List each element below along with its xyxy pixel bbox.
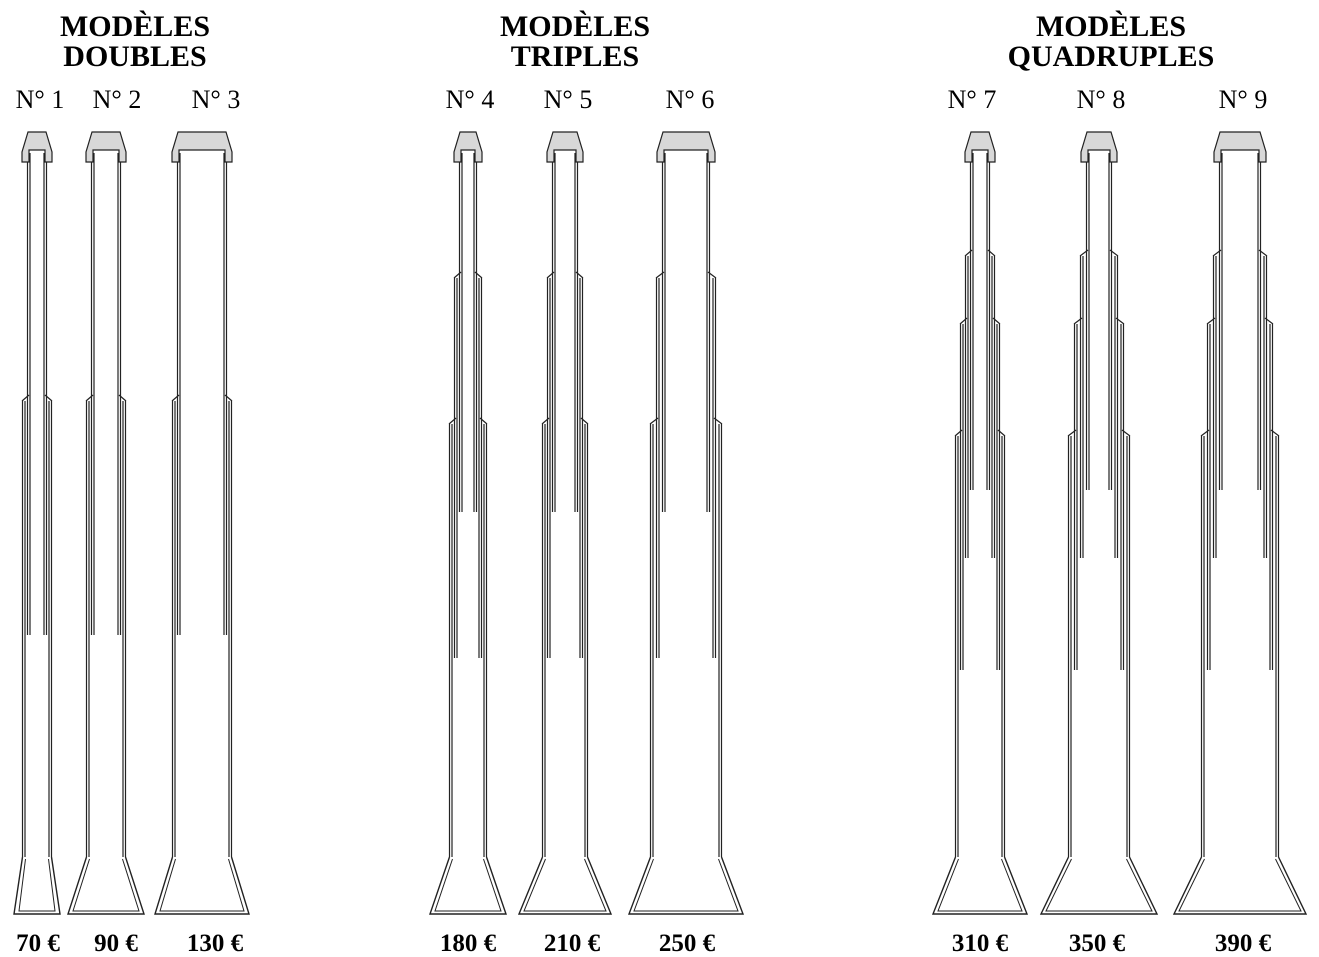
group-title-line1: MODÈLES — [499, 10, 651, 43]
model-number: N° 5 — [543, 85, 593, 114]
model-number: N° 3 — [191, 85, 241, 114]
group-title-line1: MODÈLES — [59, 10, 211, 43]
model-price: 350 € — [1068, 930, 1126, 957]
model-number: N° 8 — [1076, 85, 1126, 114]
model-price: 70 € — [16, 930, 60, 957]
model-number: N° 7 — [947, 85, 997, 114]
model-number: N° 2 — [92, 85, 142, 114]
model-price: 310 € — [951, 930, 1009, 957]
pole-drawing-9 — [1172, 131, 1308, 915]
group-title-line1: MODÈLES — [1035, 10, 1187, 43]
model-price: 130 € — [186, 930, 244, 957]
pole-drawing-1 — [13, 131, 61, 915]
group-title-line2: TRIPLES — [510, 40, 640, 73]
group-title-line2: DOUBLES — [63, 40, 207, 73]
model-number: N° 9 — [1218, 85, 1268, 114]
group-title-line2: QUADRUPLES — [1007, 40, 1215, 73]
group-title-doubles: MODÈLES DOUBLES — [0, 12, 285, 72]
model-price: 90 € — [94, 930, 138, 957]
model-number: N° 1 — [15, 85, 65, 114]
model-number: N° 6 — [665, 85, 715, 114]
pole-drawing-8 — [1039, 131, 1159, 915]
group-title-triples: MODÈLES TRIPLES — [425, 12, 725, 72]
pole-drawing-3 — [154, 131, 250, 915]
model-number: N° 4 — [445, 85, 495, 114]
model-price: 180 € — [439, 930, 497, 957]
pole-drawing-6 — [627, 131, 745, 915]
group-title-quadruples: MODÈLES QUADRUPLES — [961, 12, 1261, 72]
model-price: 210 € — [543, 930, 601, 957]
pole-drawing-5 — [517, 131, 613, 915]
pole-drawing-7 — [931, 131, 1029, 915]
pole-drawing-2 — [67, 131, 145, 915]
model-price: 250 € — [658, 930, 716, 957]
model-price: 390 € — [1214, 930, 1272, 957]
pole-drawing-4 — [429, 131, 507, 915]
